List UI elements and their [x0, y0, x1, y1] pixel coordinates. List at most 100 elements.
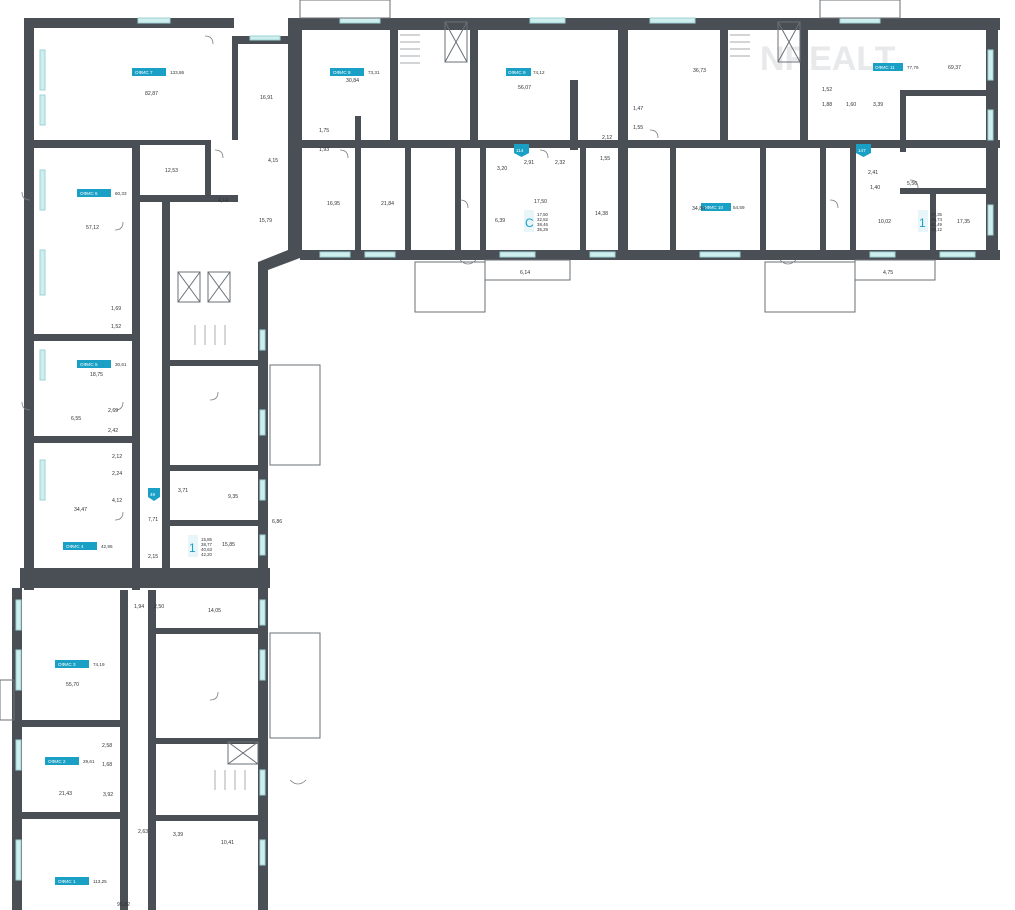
room-area: 3,71 [178, 488, 188, 494]
room-area: 2,42 [108, 428, 118, 434]
pin-114[interactable]: 114 [514, 144, 529, 157]
svg-text:113,25: 113,25 [93, 879, 107, 884]
svg-text:35,29: 35,29 [537, 227, 549, 232]
svg-text:1: 1 [189, 541, 196, 555]
svg-text:30,61: 30,61 [115, 362, 127, 367]
room-area: 3,20 [497, 166, 507, 172]
office-tag-3: ОФИС 3 74,19 [55, 660, 105, 668]
room-area: 18,75 [90, 372, 103, 378]
svg-text:36,74: 36,74 [931, 217, 943, 222]
apartment-stats-147: 1 17,35 36,74 41,49 39,12 [918, 210, 943, 232]
room-area: 34,47 [74, 507, 87, 513]
room-area: 4,12 [112, 498, 122, 504]
corner-wall [258, 250, 300, 300]
svg-text:42,20: 42,20 [201, 552, 213, 557]
room-area: 1,93 [319, 147, 329, 153]
apartment-stats-114: С 17,50 32,52 38,46 35,29 [524, 210, 549, 232]
north-wing-walls [300, 18, 1000, 260]
svg-text:38,77: 38,77 [201, 542, 213, 547]
room-area: 21,84 [381, 201, 394, 207]
svg-text:ОФИС 6: ОФИС 6 [80, 191, 98, 196]
room-area: 1,40 [870, 185, 880, 191]
office-tag-8: ОФИС 8 73,31 [330, 68, 380, 76]
svg-text:1: 1 [919, 216, 926, 230]
office-tag-1: ОФИС 1 113,25 [55, 877, 107, 885]
room-area: 3,92 [103, 792, 113, 798]
room-area: 2,12 [602, 135, 612, 141]
room-area: 6,39 [495, 218, 505, 224]
pin-49[interactable]: 49 [148, 488, 160, 501]
room-area: 2,58 [102, 743, 112, 749]
office-tag-4: ОФИС 4 42,95 [63, 542, 113, 550]
room-area: 6,86 [272, 519, 282, 525]
room-area: 4,75 [883, 270, 893, 276]
room-area: 9,35 [228, 494, 238, 500]
room-area: 2,63 [138, 829, 148, 835]
room-area: 1,69 [111, 306, 121, 312]
room-area: 1,75 [319, 128, 329, 134]
room-area: 16,91 [260, 95, 273, 101]
room-area: 2,12 [112, 454, 122, 460]
room-area: 2,15 [148, 554, 158, 560]
svg-text:147: 147 [858, 148, 866, 153]
room-area: 82,87 [145, 91, 158, 97]
room-area: 2,69 [108, 408, 118, 414]
room-area: 57,12 [86, 225, 99, 231]
room-area: 17,35 [957, 219, 970, 225]
room-area: 2,32 [555, 160, 565, 166]
room-area: 69,37 [948, 65, 961, 71]
room-area: 5,56 [907, 181, 917, 187]
elevators [177, 21, 801, 765]
svg-text:60,33: 60,33 [115, 191, 127, 196]
room-area: 34,84 [692, 206, 705, 212]
room-area: 1,88 [822, 102, 832, 108]
room-area: 36,73 [693, 68, 706, 74]
svg-text:38,46: 38,46 [537, 222, 549, 227]
svg-text:ОФИС 10: ОФИС 10 [703, 205, 724, 210]
room-area: 3,39 [873, 102, 883, 108]
svg-text:ОФИС 9: ОФИС 9 [508, 70, 526, 75]
room-area: 10,41 [221, 840, 234, 846]
svg-text:41,49: 41,49 [931, 222, 943, 227]
svg-text:29,61: 29,61 [83, 759, 95, 764]
room-area: 1,94 [134, 604, 144, 610]
svg-text:ОФИС 1: ОФИС 1 [58, 879, 76, 884]
room-area: 6,14 [520, 270, 530, 276]
room-area: 1,68 [102, 762, 112, 768]
room-area: 4,15 [268, 158, 278, 164]
svg-text:15,85: 15,85 [201, 537, 213, 542]
room-area: 17,50 [534, 199, 547, 205]
watermark: NREALT [760, 40, 896, 78]
west-wing-walls [12, 18, 302, 910]
svg-text:ОФИС 5: ОФИС 5 [80, 362, 98, 367]
svg-text:114: 114 [516, 148, 524, 153]
room-area: 96,82 [117, 902, 130, 908]
pin-147[interactable]: 147 [856, 144, 871, 157]
svg-text:ОФИС 2: ОФИС 2 [48, 759, 66, 764]
doors [21, 35, 919, 785]
svg-text:С: С [525, 216, 534, 230]
room-area: 1,55 [633, 125, 643, 131]
svg-text:ОФИС 8: ОФИС 8 [333, 70, 351, 75]
office-tag-5: ОФИС 5 30,61 [77, 360, 127, 368]
room-area: 6,55 [71, 416, 81, 422]
room-area: 21,43 [59, 791, 72, 797]
office-tag-2: ОФИС 2 29,61 [45, 757, 95, 765]
svg-text:40,63: 40,63 [201, 547, 213, 552]
windows [15, 17, 994, 881]
svg-text:17,50: 17,50 [537, 212, 549, 217]
room-area: 15,79 [259, 218, 272, 224]
room-area: 2,91 [524, 160, 534, 166]
svg-text:39,12: 39,12 [931, 227, 943, 232]
room-area: 14,38 [595, 211, 608, 217]
room-area: 1,52 [822, 87, 832, 93]
room-areas: 82,87 16,91 12,53 4,15 4,14 15,79 57,12 … [59, 65, 970, 908]
svg-text:73,31: 73,31 [368, 70, 380, 75]
office-tag-10: ОФИС 10 54,59 [701, 203, 745, 211]
svg-text:32,52: 32,52 [537, 217, 549, 222]
room-area: 14,05 [208, 608, 221, 614]
office-tag-6: ОФИС 6 60,33 [77, 189, 127, 197]
office-tag-7: ОФИС 7 133,86 [132, 68, 184, 76]
office-tag-9: ОФИС 9 74,12 [506, 68, 545, 76]
